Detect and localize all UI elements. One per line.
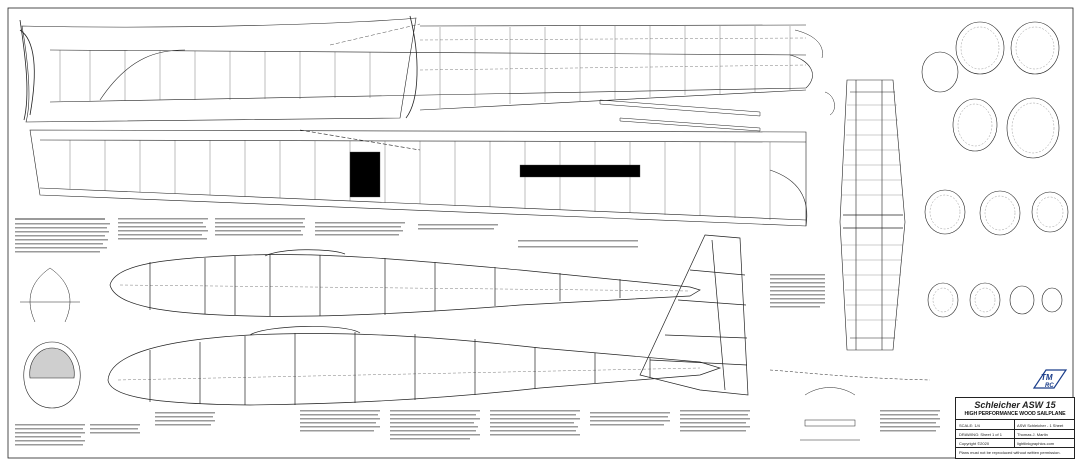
- wing-panel-top: [19, 15, 813, 123]
- tail-fin: [639, 234, 749, 396]
- fuselage-side-view: [109, 249, 701, 317]
- notes-blocks: [15, 218, 940, 446]
- logo-icon: TM RC: [1032, 369, 1068, 389]
- row-divider-3: [956, 447, 1074, 448]
- plan-title: Schleicher ASW 15: [974, 400, 1056, 410]
- section-detail: [769, 369, 931, 441]
- sheet-border: [7, 7, 1074, 459]
- col-divider: [1014, 420, 1015, 447]
- wing-ribs-top: [59, 26, 807, 108]
- designer-label: ASW Schleicher - 1 Sheet: [1017, 423, 1064, 428]
- nose-cone-detail: [20, 267, 80, 323]
- svg-text:TM: TM: [1041, 373, 1053, 382]
- fuselage-lower-view: [107, 326, 722, 406]
- wing-panel-bottom: [29, 129, 808, 227]
- canopy-section: [23, 341, 81, 409]
- author-label: Thomas J. Martin: [1017, 432, 1048, 437]
- svg-text:RC: RC: [1045, 383, 1054, 389]
- wing-ribs-bottom: [69, 140, 771, 220]
- drawing-label: DRAWING: Sheet 1 of 1: [959, 432, 1002, 437]
- former-inner-outlines: [929, 26, 1064, 313]
- fuselage-formers: [921, 21, 1069, 318]
- plan-subtitle: HIGH PERFORMANCE WOOD SAILPLANE: [956, 411, 1074, 420]
- tm-rc-logo: TM RC: [1032, 368, 1068, 390]
- scale-label: SCALE: 1/4: [959, 423, 980, 428]
- spar-parts: [599, 29, 835, 132]
- footer-note: Plans must not be reproduced without wri…: [959, 450, 1061, 455]
- row-divider-1: [956, 429, 1074, 430]
- title-block: Schleicher ASW 15 HIGH PERFORMANCE WOOD …: [955, 397, 1075, 459]
- copyright-label: Copyright ©2020: [959, 441, 990, 446]
- airfoil-profile: [19, 29, 35, 116]
- row-divider-2: [956, 438, 1074, 439]
- website-label: lightlinkgraphics.com: [1017, 441, 1055, 446]
- wing-planform-ribs: [842, 104, 903, 321]
- dashed-reference-line: [329, 23, 421, 46]
